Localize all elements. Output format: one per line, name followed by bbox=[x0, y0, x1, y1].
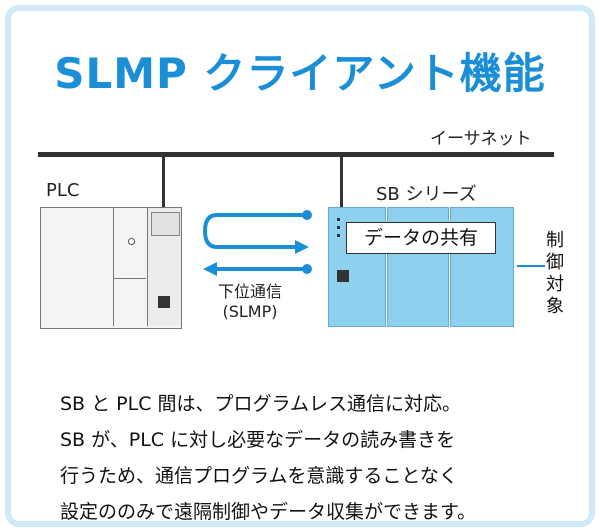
communication-label-line2: (SLMP) bbox=[222, 302, 278, 321]
communication-label: 下位通信 (SLMP) bbox=[190, 282, 310, 322]
description-line-3: 行うため、通信プログラムを意識することなく bbox=[60, 465, 458, 487]
data-share-box: データの共有 bbox=[346, 222, 496, 254]
description-text: SB と PLC 間は、プログラムレス通信に対応。 SB が、PLC に対し必要… bbox=[60, 386, 560, 530]
request-origin-dot bbox=[302, 210, 312, 220]
response-arrowhead bbox=[203, 262, 217, 276]
control-target-label: 制御対象 bbox=[546, 230, 564, 317]
sb-ethernet-port-icon bbox=[337, 270, 349, 282]
plc-drop-line bbox=[162, 155, 165, 207]
plc-cpu-module bbox=[113, 208, 146, 326]
plc-device bbox=[40, 207, 182, 329]
request-arrowhead bbox=[295, 240, 309, 254]
page-title: SLMP クライアント機能 bbox=[54, 49, 546, 98]
communication-arrows bbox=[202, 210, 312, 276]
description-line-4: 設定ののみで遠隔制御やデータ収集ができます。 bbox=[60, 501, 477, 523]
ethernet-label: イーサネット bbox=[430, 129, 532, 149]
plc-comm-module bbox=[147, 208, 181, 326]
description-line-1: SB と PLC 間は、プログラムレス通信に対応。 bbox=[60, 393, 461, 415]
request-arrow bbox=[202, 213, 307, 249]
ethernet-line bbox=[38, 152, 554, 157]
sb-drop-line bbox=[340, 155, 343, 207]
plc-ethernet-port-icon bbox=[158, 296, 170, 308]
communication-label-line1: 下位通信 bbox=[217, 282, 282, 301]
control-line bbox=[517, 265, 545, 267]
plc-indicator-icon bbox=[128, 238, 135, 245]
plc-label: PLC bbox=[46, 180, 80, 201]
description-line-2: SB が、PLC に対し必要なデータの読み書きを bbox=[60, 429, 456, 451]
response-origin-dot bbox=[302, 264, 312, 274]
sb-series-label: SB シリーズ bbox=[376, 184, 477, 205]
